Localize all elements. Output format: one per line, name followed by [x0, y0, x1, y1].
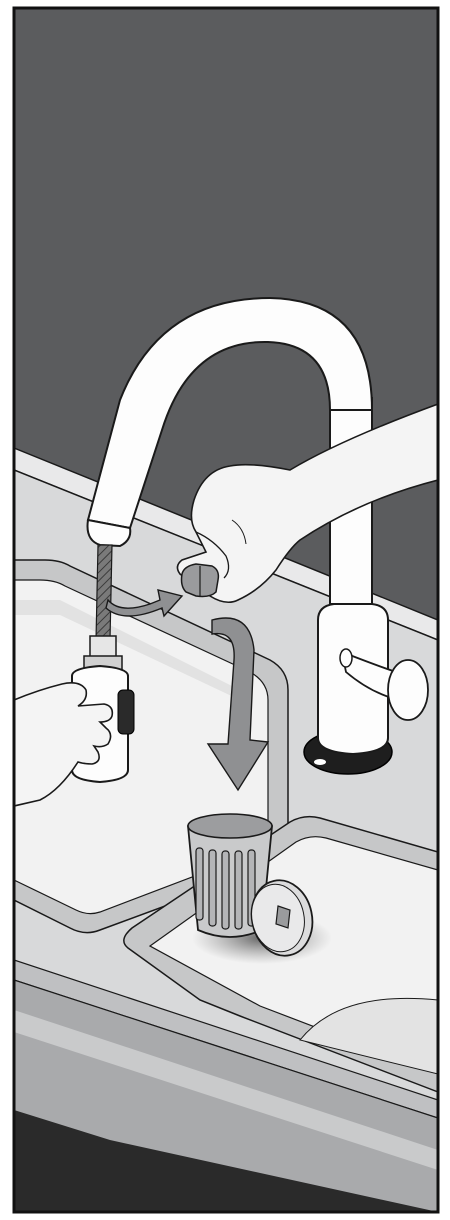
faucet-handle-knob — [340, 649, 352, 667]
cup-opening — [188, 814, 272, 838]
hose-nut — [90, 636, 116, 658]
hose-icon — [96, 545, 112, 640]
lid-tab — [276, 906, 290, 928]
faucet-handle-cap — [388, 660, 428, 720]
faucet-base-light — [314, 759, 326, 765]
spray-head-button — [118, 690, 134, 734]
